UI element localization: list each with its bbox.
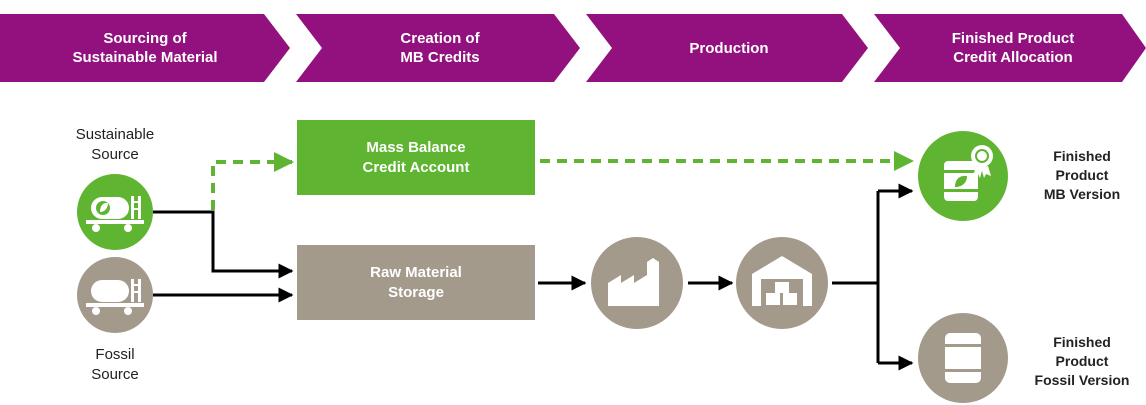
stage-label-3: Production [600,14,858,82]
stage-1-line-2: Sustainable Material [72,49,218,66]
stage-4-line-2: Credit Allocation [953,49,1073,66]
stage-2-line-1: Creation of [400,30,480,47]
tanker-truck-leaf-icon [77,174,153,250]
stage-2-line-2: MB Credits [400,49,480,66]
raw-material-storage-box [297,245,535,320]
sustainable-source-line-2: Source [91,146,139,163]
fossil-source-line-1: Fossil [95,346,135,363]
stage-1-line-1: Sourcing of [103,30,187,47]
barrel-icon [918,313,1008,403]
fossil-product-line-2: Product [1055,353,1109,369]
credit-account-line-2: Credit Account [362,158,470,176]
stage-label-2: Creation of MB Credits [310,14,570,82]
tanker-truck-icon [77,257,153,333]
fossil-product-line-3: Fossil Version [1034,372,1130,388]
mb-product-label: Finished Product MB Version [1018,147,1146,204]
stage-4-line-1: Finished Product [951,30,1075,47]
credit-flow-arrow [211,152,294,210]
storage-line-2: Storage [388,283,444,301]
sustainable-source-label: Sustainable Source [55,125,175,165]
stage-chevron-2 [296,14,580,82]
mb-product-line-2: Product [1055,167,1109,183]
factory-icon [591,237,683,329]
credit-account-box [297,120,535,195]
credit-account-line-1: Mass Balance [366,138,466,156]
fossil-product-label: Finished Product Fossil Version [1018,333,1146,390]
mb-product-line-3: MB Version [1043,186,1121,202]
mb-product-line-1: Finished [1053,148,1111,164]
storage-line-1: Raw Material [370,263,462,281]
fossil-source-line-2: Source [91,366,139,383]
stage-chevron-1 [0,14,290,82]
stage-chevron-4 [874,14,1146,82]
stage-label-1: Sourcing of Sustainable Material [0,14,290,82]
sustainable-source-line-1: Sustainable [75,126,155,143]
sustainable-to-storage-arrow [153,210,294,279]
fossil-product-line-1: Finished [1053,334,1111,350]
stage-3-line-1: Production [689,39,769,57]
stage-chevron-3 [586,14,868,82]
certified-barrel-icon [918,131,1008,221]
fossil-source-label: Fossil Source [55,345,175,385]
warehouse-icon [736,237,828,329]
